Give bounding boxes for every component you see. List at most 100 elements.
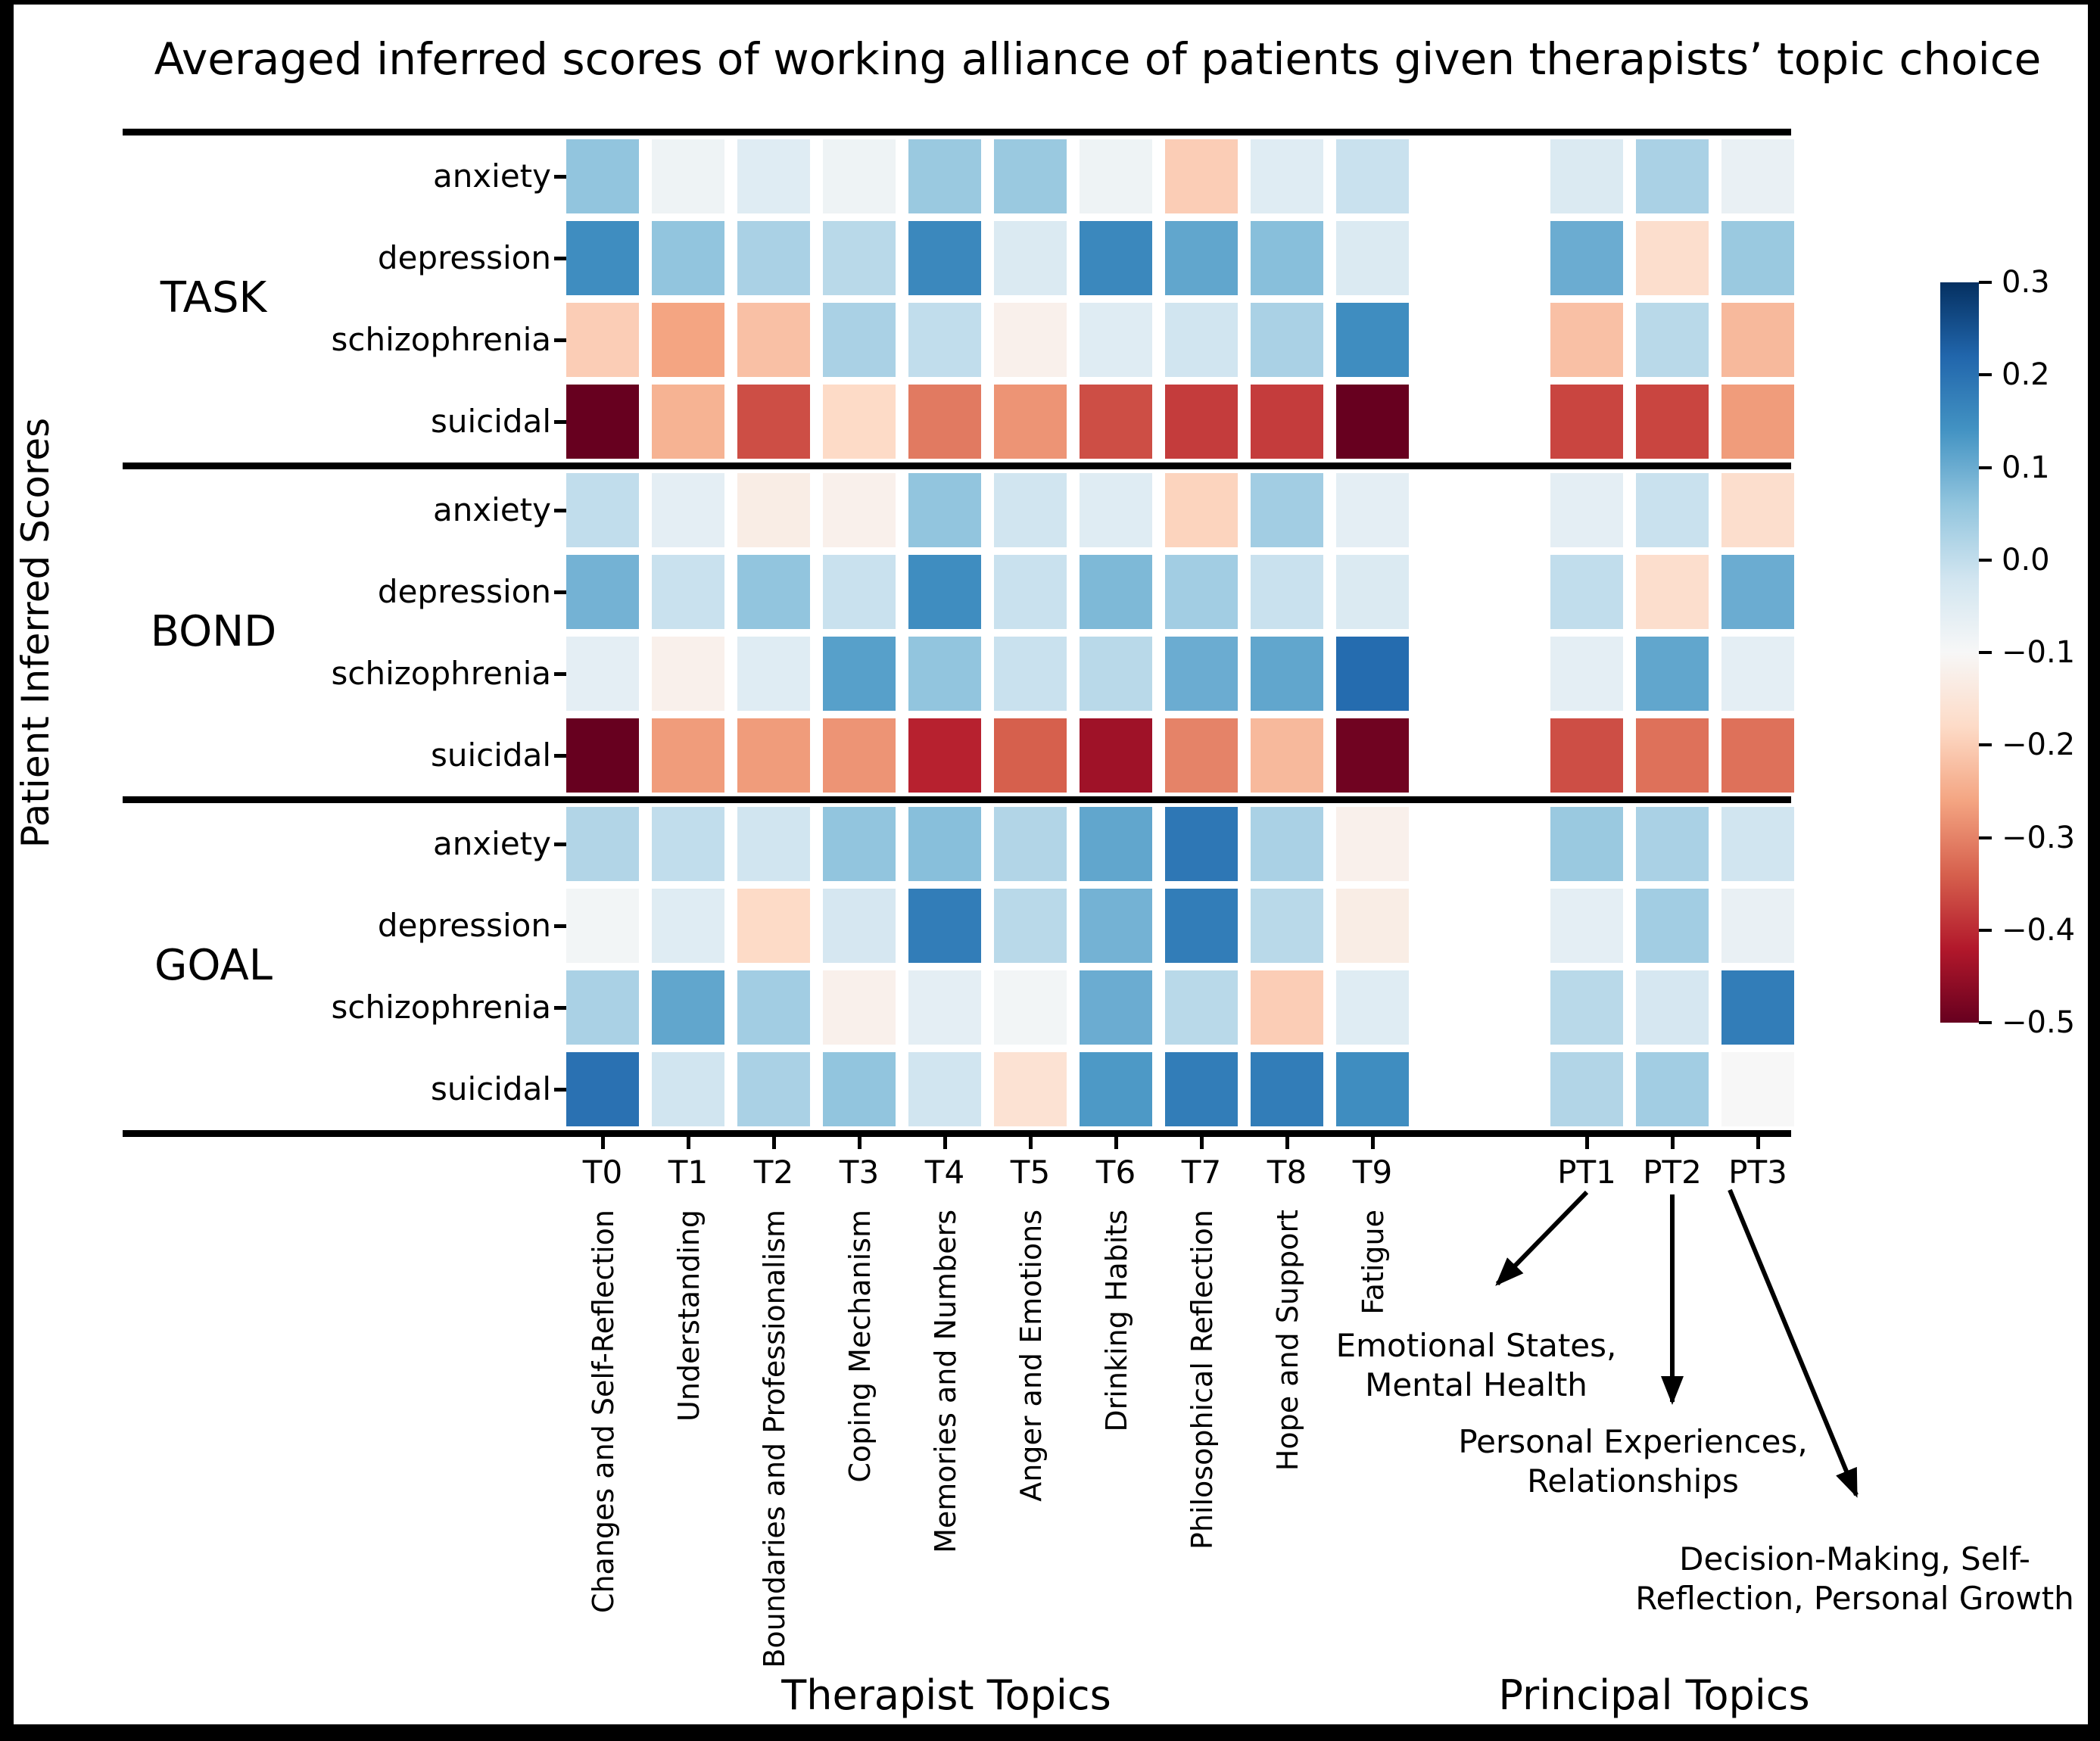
heatmap-cell-bond-depression-T5: [994, 555, 1067, 629]
heatmap-cell-goal-anxiety-T0: [566, 807, 639, 881]
heatmap-cell-task-schizophrenia-T8: [1251, 303, 1323, 377]
heatmap-cell-task-anxiety-T6: [1080, 139, 1152, 213]
colorbar-tick-label-2: 0.1: [2002, 450, 2050, 485]
heatmap-cell-task-depression-T3: [823, 221, 896, 295]
row-tick-goal-depression: [554, 924, 566, 928]
heatmap-cell-bond-depression-PT1: [1550, 555, 1623, 629]
heatmap-cell-bond-schizophrenia-T0: [566, 637, 639, 711]
heatmap-cell-bond-schizophrenia-T2: [737, 637, 810, 711]
row-label-task-anxiety: anxiety: [432, 157, 551, 195]
heatmap-cell-goal-schizophrenia-T5: [994, 970, 1067, 1045]
heatmap-cell-task-depression-T6: [1080, 221, 1152, 295]
heatmap-cell-task-depression-T4: [908, 221, 981, 295]
colorbar-tick-label-1: 0.2: [2002, 357, 2050, 393]
heatmap-cell-goal-anxiety-T5: [994, 807, 1067, 881]
heatmap-cell-task-anxiety-PT2: [1636, 139, 1709, 213]
row-label-bond-anxiety: anxiety: [432, 491, 551, 528]
heatmap-cell-goal-depression-PT3: [1721, 889, 1794, 963]
heatmap-cell-task-anxiety-T3: [823, 139, 896, 213]
row-label-goal-suicidal: suicidal: [431, 1070, 551, 1107]
heatmap-cell-goal-schizophrenia-T3: [823, 970, 896, 1045]
heatmap-cell-bond-suicidal-T9: [1336, 718, 1409, 793]
column-tick-PT3: [1756, 1137, 1760, 1149]
heatmap-cell-goal-suicidal-PT3: [1721, 1052, 1794, 1126]
heatmap-cell-goal-schizophrenia-T7: [1165, 970, 1238, 1045]
heatmap-cell-task-depression-PT2: [1636, 221, 1709, 295]
heatmap-cell-task-suicidal-T0: [566, 385, 639, 459]
heatmap-cell-task-suicidal-T8: [1251, 385, 1323, 459]
column-tick-T5: [1029, 1137, 1033, 1149]
heatmap-cell-bond-schizophrenia-T9: [1336, 637, 1409, 711]
colorbar-tick-1: [1979, 373, 1992, 377]
heatmap-cell-goal-suicidal-T1: [652, 1052, 724, 1126]
heatmap-cell-bond-schizophrenia-T6: [1080, 637, 1152, 711]
heatmap-cell-goal-schizophrenia-T4: [908, 970, 981, 1045]
heatmap-cell-bond-depression-T6: [1080, 555, 1152, 629]
row-label-goal-schizophrenia: schizophrenia: [331, 989, 552, 1026]
row-label-task-depression: depression: [377, 239, 551, 276]
colorbar: [1940, 282, 1979, 1023]
column-tick-T0: [601, 1137, 605, 1149]
heatmap-cell-goal-schizophrenia-PT1: [1550, 970, 1623, 1045]
column-tick-label-PT1: PT1: [1557, 1154, 1616, 1191]
heatmap-cell-goal-suicidal-T5: [994, 1052, 1067, 1126]
column-tick-T3: [858, 1137, 861, 1149]
heatmap-cell-bond-suicidal-T2: [737, 718, 810, 793]
heatmap-cell-goal-depression-T4: [908, 889, 981, 963]
heatmap-cell-bond-depression-T7: [1165, 555, 1238, 629]
heatmap-cell-task-anxiety-T5: [994, 139, 1067, 213]
heatmap-cell-task-depression-T8: [1251, 221, 1323, 295]
heatmap-cell-bond-anxiety-PT3: [1721, 473, 1794, 547]
heatmap-cell-goal-anxiety-PT3: [1721, 807, 1794, 881]
colorbar-tick-label-5: −0.2: [2002, 727, 2076, 763]
column-tick-label-T2: T2: [753, 1154, 794, 1191]
heatmap-cell-bond-suicidal-PT2: [1636, 718, 1709, 793]
row-tick-bond-schizophrenia: [554, 672, 566, 676]
column-tick-label-T0: T0: [582, 1154, 623, 1191]
colorbar-tick-6: [1979, 836, 1992, 839]
colorbar-tick-5: [1979, 743, 1992, 747]
heatmap-cell-task-anxiety-PT3: [1721, 139, 1794, 213]
heatmap-cell-bond-anxiety-T2: [737, 473, 810, 547]
heatmap-cell-task-depression-T1: [652, 221, 724, 295]
principal-topics-title: Principal Topics: [1498, 1671, 1810, 1719]
heatmap-cell-goal-schizophrenia-T6: [1080, 970, 1152, 1045]
column-tick-T8: [1285, 1137, 1289, 1149]
pt1-annotation-line2: Mental Health: [1365, 1366, 1587, 1403]
heatmap-cell-bond-anxiety-T9: [1336, 473, 1409, 547]
column-topic-label-T2: Boundaries and Professionalism: [758, 1210, 791, 1668]
heatmap-cell-bond-depression-T8: [1251, 555, 1323, 629]
column-topic-label-T6: Drinking Habits: [1100, 1210, 1133, 1432]
heatmap-cell-task-schizophrenia-T1: [652, 303, 724, 377]
column-tick-T1: [687, 1137, 690, 1149]
heatmap-cell-task-anxiety-T4: [908, 139, 981, 213]
heatmap-cell-goal-depression-T1: [652, 889, 724, 963]
colorbar-tick-label-0: 0.3: [2002, 265, 2050, 300]
heatmap-cell-task-schizophrenia-PT2: [1636, 303, 1709, 377]
column-tick-label-T4: T4: [924, 1154, 965, 1191]
row-tick-task-suicidal: [554, 420, 566, 424]
column-topic-label-T3: Coping Mechanism: [843, 1210, 877, 1483]
heatmap-cell-goal-suicidal-T6: [1080, 1052, 1152, 1126]
plot-top-line: [123, 129, 1791, 135]
pt3-annotation-line1: Decision-Making, Self-: [1679, 1540, 2030, 1577]
heatmap-cell-goal-depression-T0: [566, 889, 639, 963]
row-label-goal-depression: depression: [377, 907, 551, 944]
heatmap-cell-bond-depression-T9: [1336, 555, 1409, 629]
heatmap-cell-goal-depression-T6: [1080, 889, 1152, 963]
heatmap-cell-goal-depression-T2: [737, 889, 810, 963]
colorbar-tick-7: [1979, 928, 1992, 932]
column-tick-label-T5: T5: [1010, 1154, 1051, 1191]
heatmap-cell-bond-anxiety-PT1: [1550, 473, 1623, 547]
column-tick-T6: [1114, 1137, 1118, 1149]
heatmap-cell-bond-suicidal-T5: [994, 718, 1067, 793]
heatmap-cell-goal-schizophrenia-T0: [566, 970, 639, 1045]
heatmap-cell-bond-depression-T1: [652, 555, 724, 629]
row-tick-bond-depression: [554, 590, 566, 594]
heatmap-cell-goal-depression-PT1: [1550, 889, 1623, 963]
therapist-topics-title: Therapist Topics: [781, 1671, 1111, 1719]
heatmap-cell-goal-suicidal-T3: [823, 1052, 896, 1126]
heatmap-cell-bond-depression-T4: [908, 555, 981, 629]
pt2-annotation: Personal Experiences, Relationships: [1406, 1422, 1860, 1501]
row-tick-bond-suicidal: [554, 754, 566, 758]
